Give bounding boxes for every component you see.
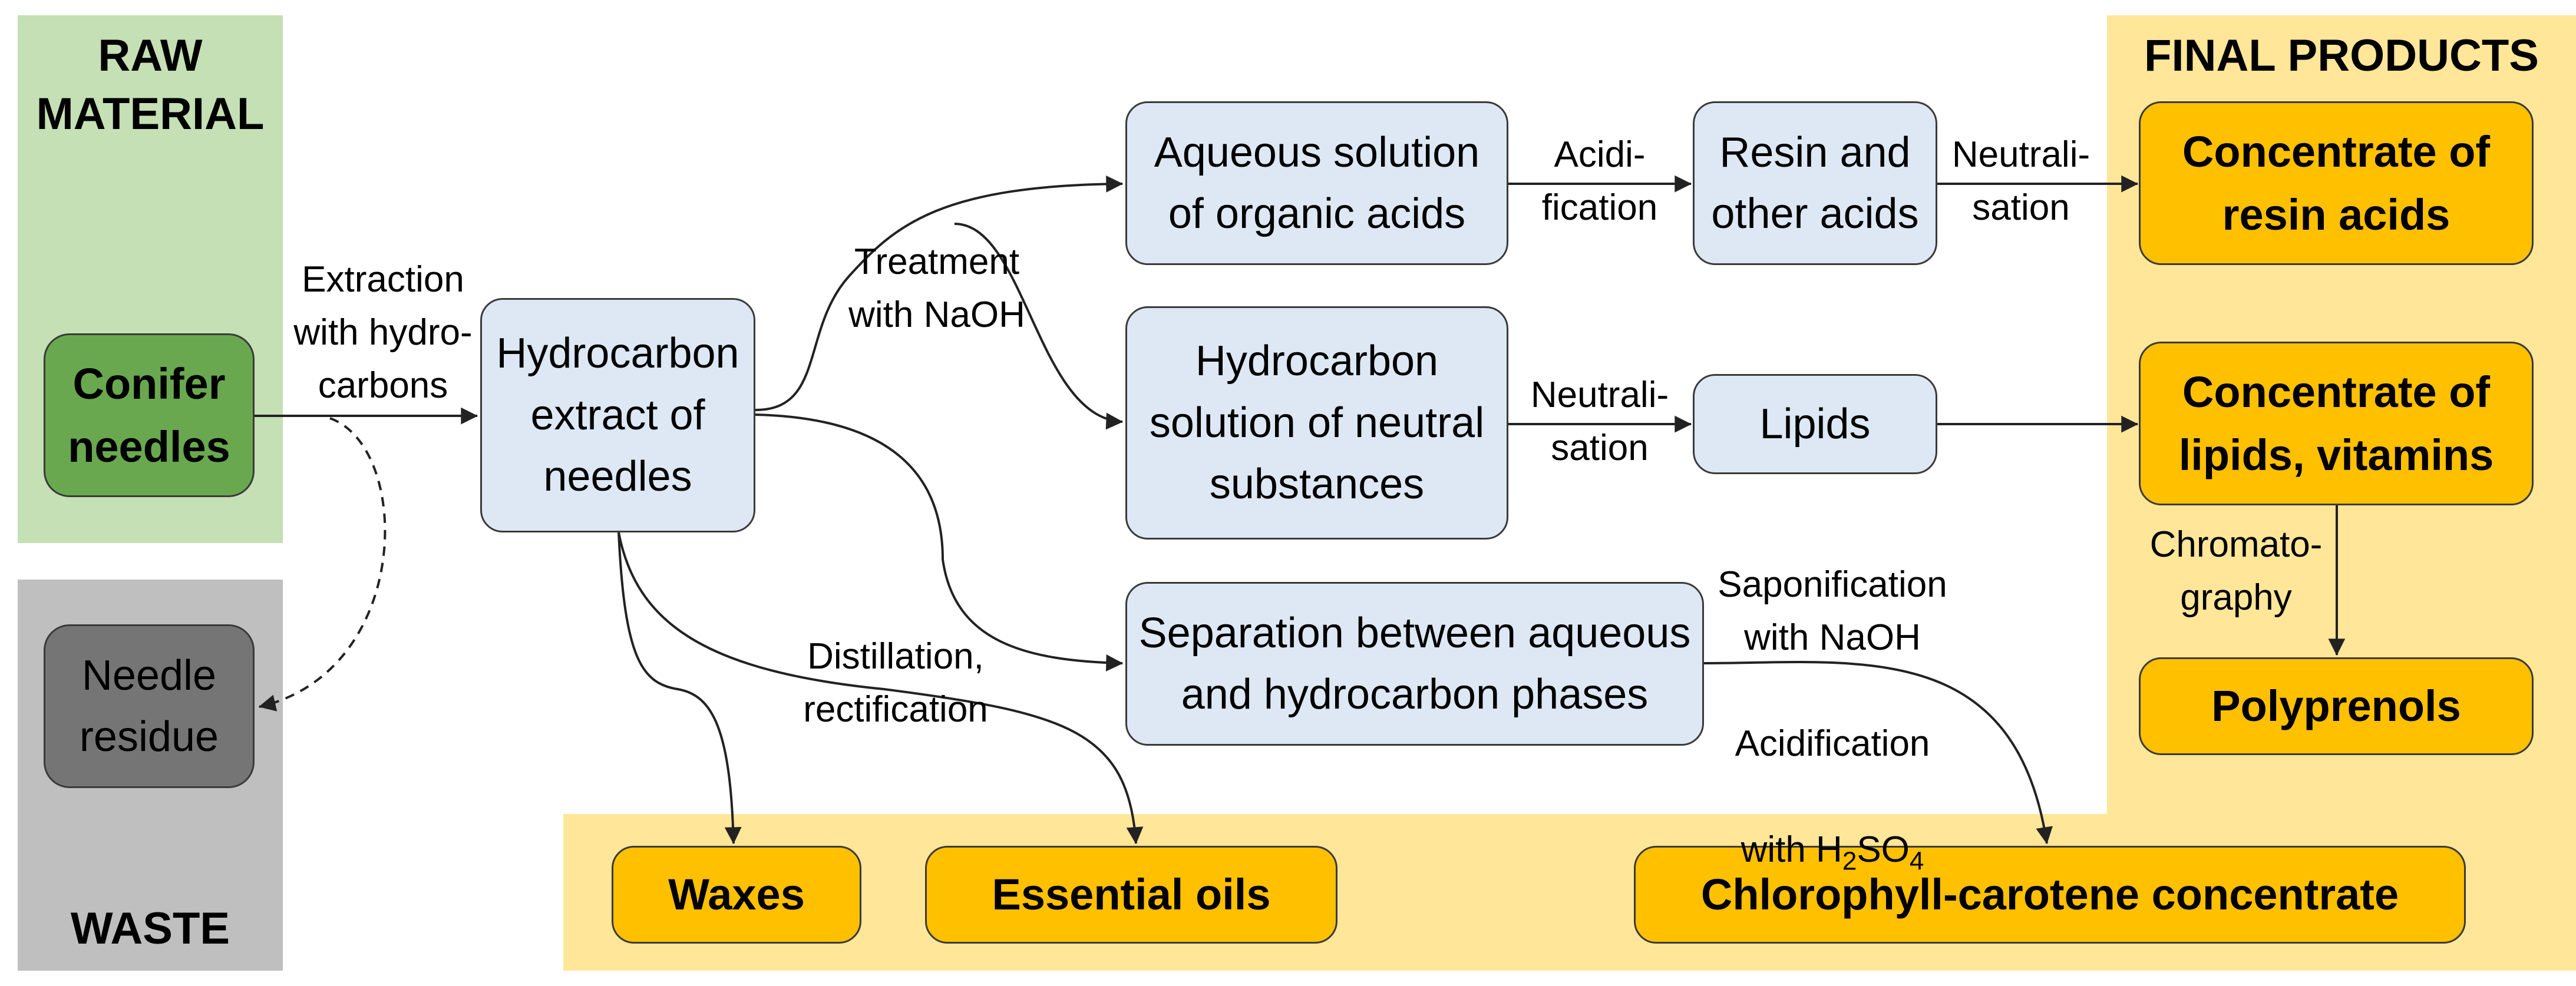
node-waxes: Waxes bbox=[612, 846, 861, 944]
node-polyprenols: Polyprenols bbox=[2139, 657, 2534, 755]
label-saponification: Saponification with NaOH bbox=[1718, 564, 1947, 658]
arrow-residue-dashed bbox=[258, 417, 387, 712]
label-acidification: Acidi- fication bbox=[1541, 134, 1658, 228]
label-neutralisation-resin: Neutrali- sation bbox=[1951, 134, 2090, 228]
label-acidification-h2so4: Acidification with H2SO4 bbox=[1697, 664, 1968, 880]
node-hydrocarbon-solution: Hydrocarbon solution of neutral substanc… bbox=[1125, 306, 1508, 540]
node-resin-acids: Resin and other acids bbox=[1693, 101, 1937, 265]
node-conifer-needles: Conifer needles bbox=[44, 333, 255, 497]
node-essential-oils: Essential oils bbox=[925, 846, 1337, 944]
node-chlorophyll-carotene: Chlorophyll-carotene concentrate bbox=[1634, 846, 2466, 944]
arrow-treatment-to-aqueous bbox=[755, 175, 1124, 411]
node-needle-residue: Needle residue bbox=[44, 624, 255, 788]
arrow-separation-to-chlorophyll bbox=[1703, 661, 2053, 845]
arrow-extract-to-separation bbox=[755, 413, 1124, 671]
arrow-treatment-to-hcsolution bbox=[954, 223, 1124, 430]
label-distillation: Distillation, rectification bbox=[803, 636, 988, 730]
h2so4-text: with H2SO4 bbox=[1741, 829, 1924, 876]
acidification-text: Acidification bbox=[1735, 723, 1930, 764]
label-neutralisation-lipids: Neutrali- sation bbox=[1530, 375, 1669, 468]
node-lipids: Lipids bbox=[1693, 374, 1937, 474]
arrow-extract-to-waxes bbox=[617, 532, 742, 845]
waste-label: WASTE bbox=[70, 904, 230, 954]
final-products-label: FINAL PRODUCTS bbox=[2144, 31, 2539, 81]
label-treatment: Treatment with NaOH bbox=[848, 241, 1025, 335]
node-separation: Separation between aqueous and hydrocarb… bbox=[1125, 582, 1704, 746]
label-extraction: Extraction with hydro- carbons bbox=[293, 259, 473, 406]
node-aqueous-solution: Aqueous solution of organic acids bbox=[1125, 101, 1508, 265]
node-concentrate-lipids-vitamins: Concentrate of lipids, vitamins bbox=[2139, 342, 2534, 505]
label-chromatography: Chromato- graphy bbox=[2149, 524, 2323, 618]
node-hydrocarbon-extract: Hydrocarbon extract of needles bbox=[480, 298, 755, 532]
arrow-extract-to-oils bbox=[617, 532, 1144, 845]
node-concentrate-resin-acids: Concentrate of resin acids bbox=[2139, 101, 2534, 265]
raw-material-label: RAW MATERIAL bbox=[36, 31, 265, 139]
